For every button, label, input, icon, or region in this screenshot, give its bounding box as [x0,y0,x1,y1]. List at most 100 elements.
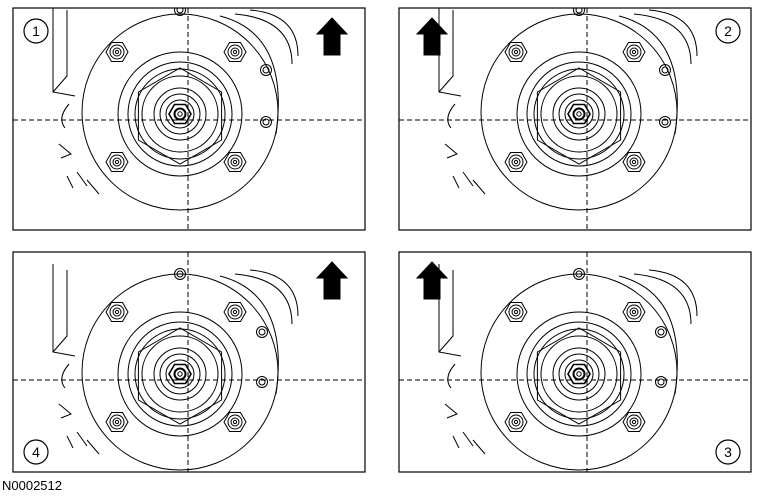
bearing-ring [564,99,594,129]
mount-nut [105,412,129,432]
side-bolt [659,116,671,128]
mount-nut [105,302,129,322]
mount-nut [105,42,129,62]
frame-fragment [444,403,458,419]
hub-ring [127,61,233,167]
mount-nut-core [513,159,519,165]
direction-arrow-up [315,261,349,300]
hub-ring [516,51,642,177]
frame-fragment [472,179,486,195]
frame-fragment [86,179,100,195]
mount-nut [622,152,646,172]
frame-rail [52,8,76,97]
mount-nut-stud [230,417,240,427]
mount-nut [622,412,646,432]
center-nut [168,363,192,385]
hub-ring [127,321,233,427]
mount-nut [504,42,528,62]
mount-nut-washer [508,304,524,320]
mount-nut-stud [230,307,240,317]
frame-rail [438,10,454,93]
frame-fragment [86,439,100,455]
mount-nut-core [513,49,519,55]
side-bolt [256,326,268,338]
hub-ring [134,328,226,420]
step-number: 3 [724,444,732,460]
frame-rail [52,10,68,93]
casting-edge [219,275,279,395]
mount-nut-stud [629,417,639,427]
mount-nut-washer [508,414,524,430]
center-stud-core [576,371,582,377]
side-bolt-core [575,270,583,278]
hub-assembly [13,252,365,472]
step-badge [23,439,49,465]
hub-assembly [13,8,365,230]
mount-nut-core [232,159,238,165]
side-bolt [573,8,585,16]
mount-nut-washer [109,154,125,170]
mount-nut-stud [112,307,122,317]
side-bolt-core [661,66,669,74]
panel-3: 3 [398,251,752,473]
frame-fragment [66,175,74,189]
mount-nut-washer [227,154,243,170]
mount-nut-core [114,309,120,315]
panel-frame [398,7,752,231]
direction-arrow-up [415,261,449,300]
hub-ring [141,75,219,153]
center-nut [567,363,591,385]
mount-nut [504,412,528,432]
casting-edge [618,275,678,395]
casting-edge [234,13,293,65]
hub-flange [536,67,622,165]
frame-fragment [462,431,474,447]
side-bolt-core [657,328,665,336]
frame-fragment [447,103,456,129]
mount-nut-washer [508,44,524,60]
mount-nut-stud [230,47,240,57]
step-number: 2 [724,23,732,39]
frame-rail [438,270,454,353]
bearing-ring [153,347,207,401]
bearing-ring [159,353,201,395]
bearing-ring [153,87,207,141]
center-stud-core [177,371,183,377]
mount-nut-core [114,419,120,425]
bearing-ring [564,359,594,389]
hub-flange [536,327,622,425]
casting-edge [249,269,299,317]
hub-ring [141,335,219,413]
casting-edge [633,13,692,65]
mount-nut [622,302,646,322]
side-bolt-core [661,118,669,126]
mount-nut-core [513,309,519,315]
center-nut [168,103,192,125]
bearing-ring [558,353,600,395]
panel-4: 4 [12,251,366,473]
hub-assembly [399,252,751,472]
center-stud [572,367,586,381]
center-stud [173,367,187,381]
side-bolt-core [657,378,665,386]
frame-fragment [76,171,88,187]
frame-rail [438,8,462,97]
side-bolt-core [258,378,266,386]
mount-nut-core [631,159,637,165]
side-bolt [655,326,667,338]
hub-ring [117,311,243,437]
frame-fragment [58,143,72,159]
casting-edge [633,273,692,325]
frame-rail [52,270,68,353]
mount-nut-stud [629,157,639,167]
bearing-ring [558,93,600,135]
hub-flange [137,327,223,425]
side-bolt-core [258,328,266,336]
hub-ring [526,321,632,427]
mount-nut-stud [511,157,521,167]
mount-nut [223,42,247,62]
hub-flange [137,67,223,165]
mount-nut-core [114,159,120,165]
mount-nut-core [114,49,120,55]
